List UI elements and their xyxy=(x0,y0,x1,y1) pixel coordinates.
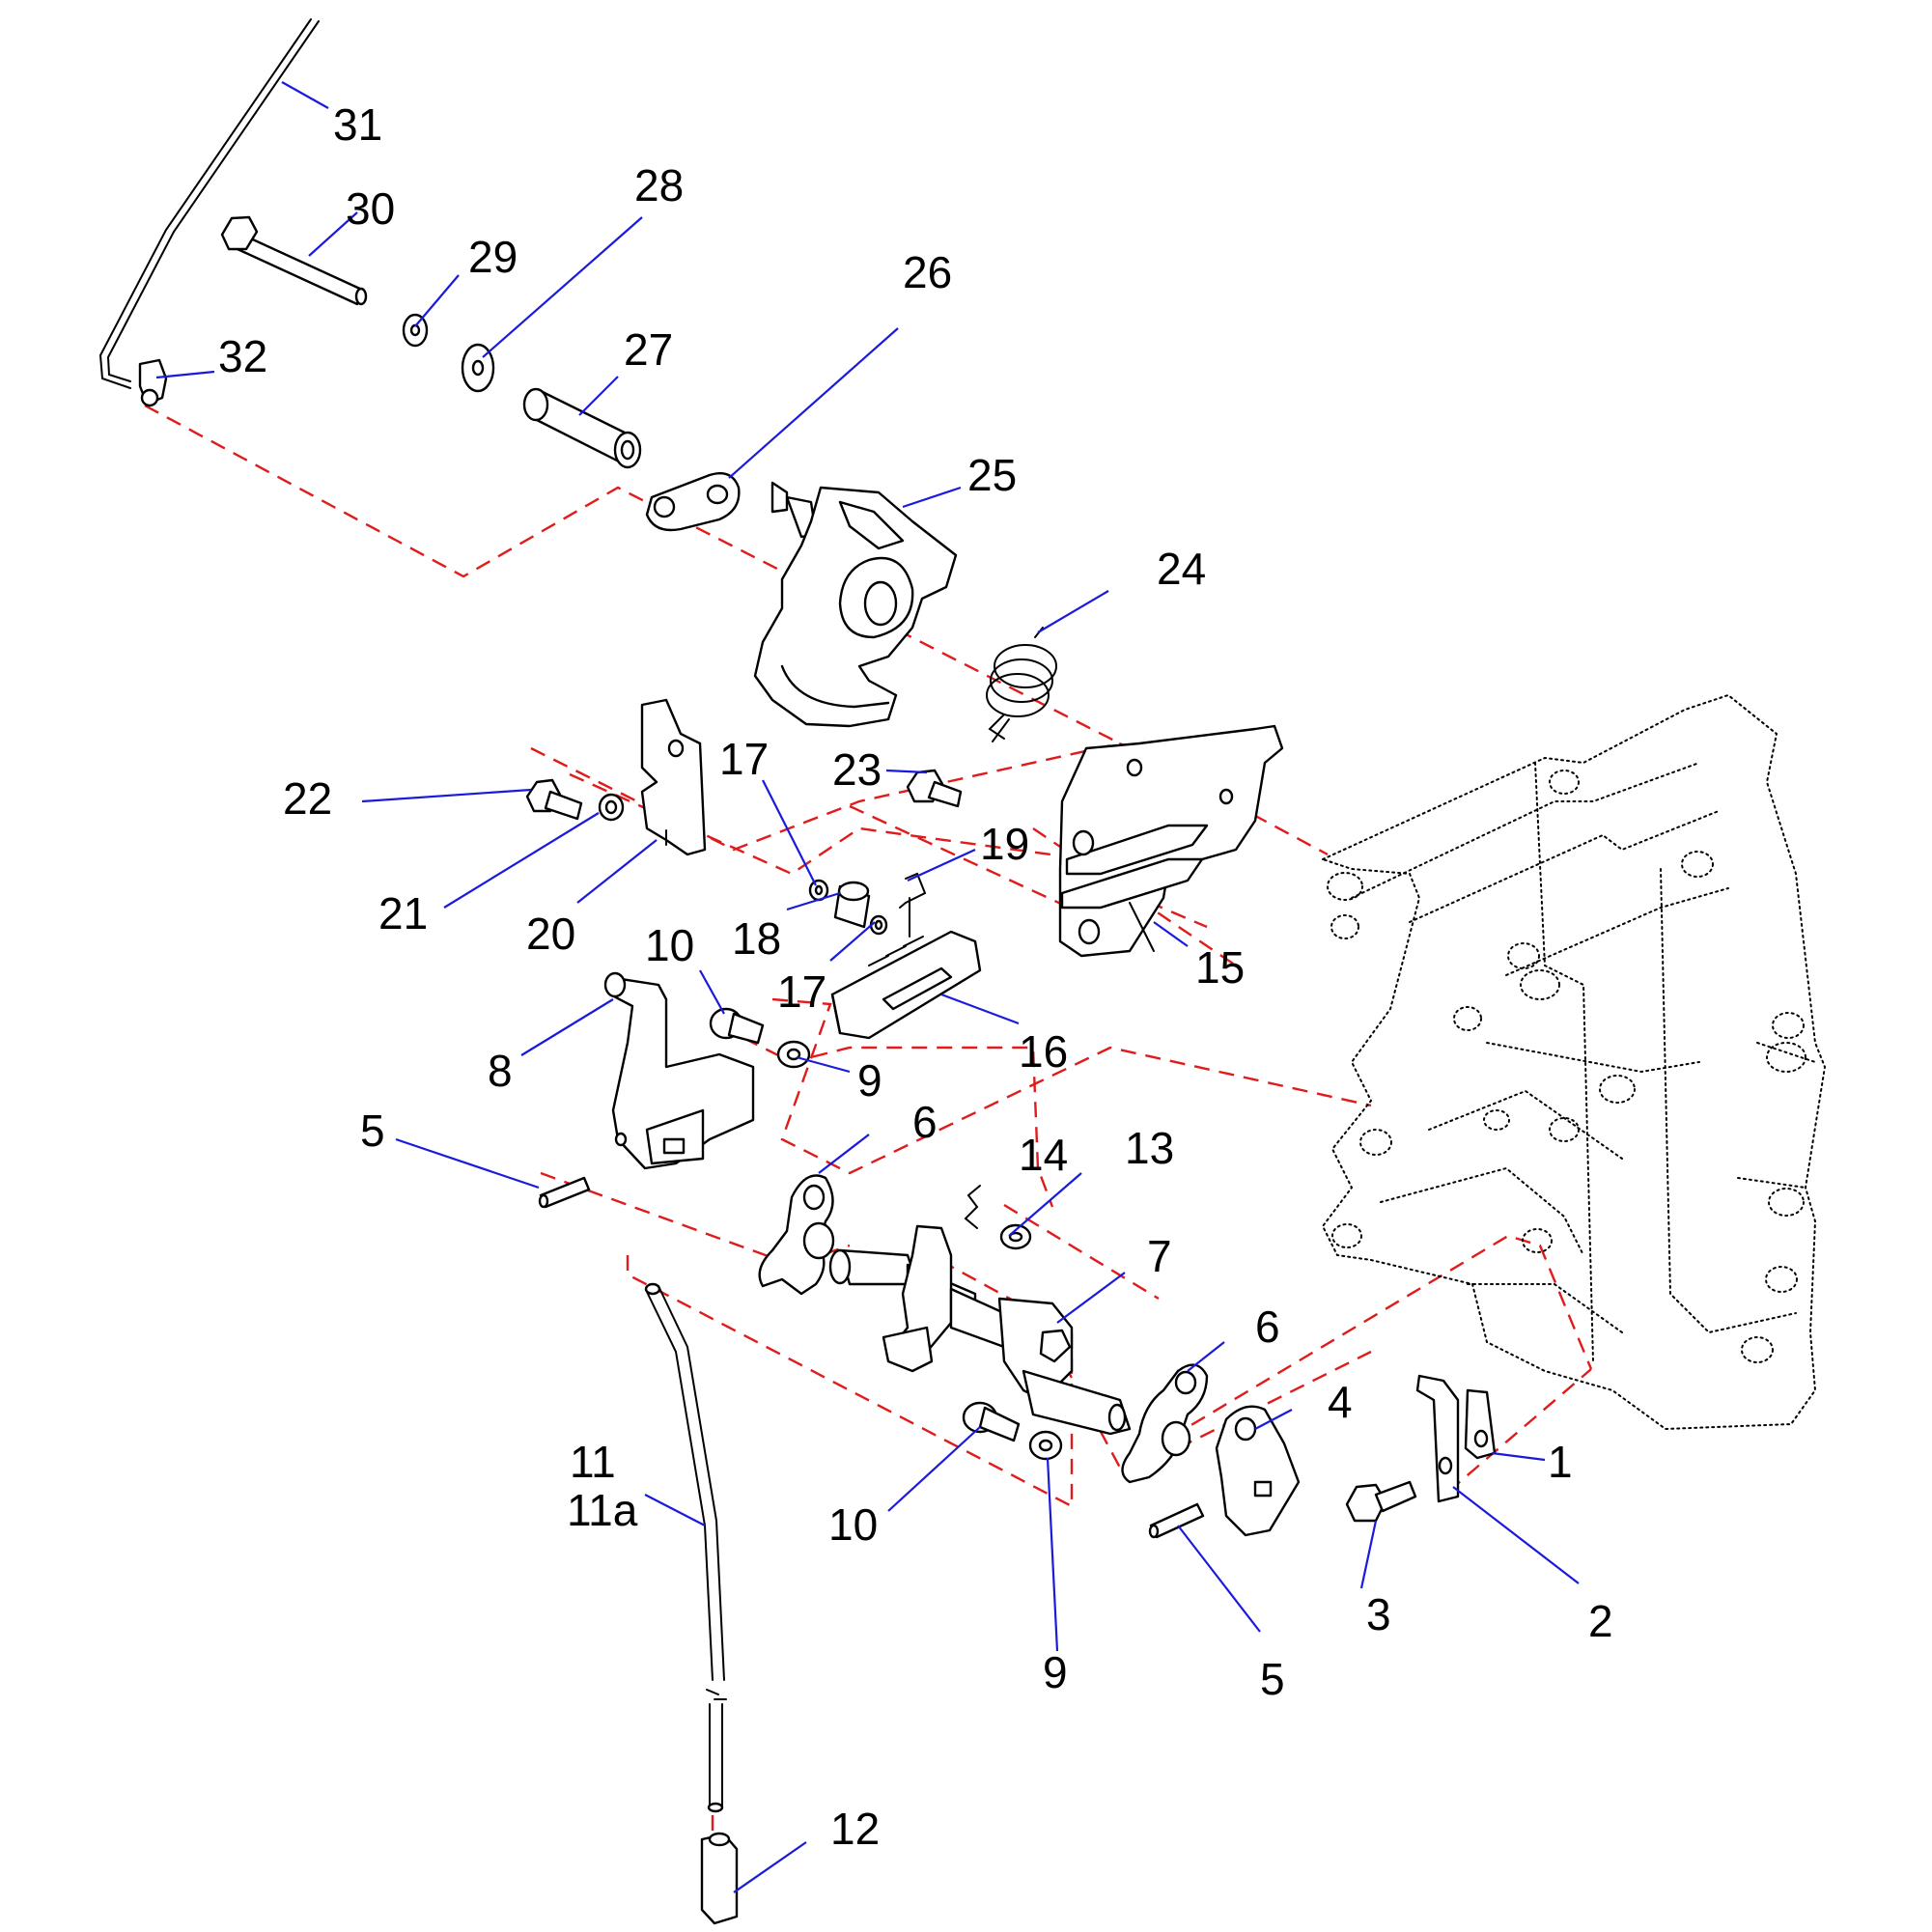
callout-6-left: 6 xyxy=(912,1097,938,1147)
part-27-collar xyxy=(522,387,642,469)
part-4-cam-lever xyxy=(1215,1405,1301,1537)
part-21-washer xyxy=(598,793,625,822)
callout-25: 25 xyxy=(967,450,1017,500)
part-5-pin-b xyxy=(1148,1502,1205,1539)
part-29-washer xyxy=(402,313,429,348)
part-31-link-rod xyxy=(98,18,320,389)
part-3-flange-bolt xyxy=(1345,1480,1417,1523)
part-30-bolt xyxy=(220,215,368,306)
callout-23: 23 xyxy=(832,744,882,795)
callout-29: 29 xyxy=(468,232,518,282)
part-19-clip xyxy=(899,872,927,938)
callout-20: 20 xyxy=(526,909,575,959)
callout-21: 21 xyxy=(378,888,428,938)
part-9-washer-b xyxy=(1028,1430,1063,1461)
callout-31: 31 xyxy=(333,99,382,150)
part-28-washer xyxy=(461,343,495,393)
part-17-washer-b xyxy=(869,914,888,936)
callout-4: 4 xyxy=(1328,1377,1353,1427)
callout-14: 14 xyxy=(1019,1130,1068,1180)
part-7-shift-shaft xyxy=(828,1224,1132,1436)
part-5-pin-a xyxy=(538,1176,591,1209)
engine-block-ghost xyxy=(1320,693,1827,1431)
callout-5-left: 5 xyxy=(360,1106,385,1156)
part-1-plate xyxy=(1464,1388,1497,1460)
part-24-spring xyxy=(986,627,1057,742)
callout-2: 2 xyxy=(1588,1596,1613,1646)
part-8-shift-lever xyxy=(603,971,755,1170)
callout-5-right: 5 xyxy=(1260,1654,1285,1704)
callout-18: 18 xyxy=(732,913,781,964)
part-26-lever xyxy=(645,471,741,532)
part-18-collar xyxy=(833,881,871,929)
callout-24: 24 xyxy=(1157,544,1206,594)
part-10-bolt-a xyxy=(709,1007,765,1045)
callout-26: 26 xyxy=(903,247,952,297)
callout-11: 11 xyxy=(570,1437,616,1487)
callout-9-lower: 9 xyxy=(1043,1647,1068,1697)
part-6-arm-a xyxy=(758,1174,835,1296)
callout-12: 12 xyxy=(830,1804,880,1854)
callout-11a: 11a xyxy=(567,1485,638,1535)
callout-9-upper: 9 xyxy=(857,1055,882,1106)
callout-8: 8 xyxy=(488,1046,513,1096)
part-16-slider-block xyxy=(830,930,982,1040)
callout-3: 3 xyxy=(1366,1589,1391,1639)
leader-lines xyxy=(155,81,1580,1893)
part-22-bolt xyxy=(525,778,583,821)
callout-10-lower: 10 xyxy=(828,1499,878,1550)
callout-15: 15 xyxy=(1195,942,1245,993)
callout-30: 30 xyxy=(346,183,395,234)
part-15-bracket xyxy=(1058,724,1284,958)
part-20-plate xyxy=(640,698,707,856)
part-14-clip xyxy=(964,1185,981,1229)
part-11-shift-rod xyxy=(644,1282,727,1813)
callout-6-right: 6 xyxy=(1255,1302,1280,1352)
callout-19: 19 xyxy=(980,819,1029,869)
part-23-bolt xyxy=(906,769,963,808)
callout-10-upper: 10 xyxy=(645,920,694,970)
part-13-washer xyxy=(999,1223,1032,1250)
callout-28: 28 xyxy=(634,160,684,210)
callout-16: 16 xyxy=(1019,1026,1068,1077)
part-2-bracket xyxy=(1415,1374,1460,1503)
callout-17-upper: 17 xyxy=(719,734,769,784)
callout-1: 1 xyxy=(1548,1437,1573,1487)
part-12-connector xyxy=(700,1832,739,1925)
callout-7: 7 xyxy=(1147,1231,1172,1281)
part-9-washer-a xyxy=(776,1040,811,1069)
part-32-rod-clip xyxy=(138,358,168,407)
part-6-arm-b xyxy=(1121,1363,1209,1484)
callout-13: 13 xyxy=(1125,1123,1174,1173)
part-10-bolt-b xyxy=(962,1401,1021,1442)
callout-27: 27 xyxy=(624,324,673,375)
part-17-washer-a xyxy=(808,879,829,902)
callout-22: 22 xyxy=(283,773,332,824)
callout-17-lower: 17 xyxy=(777,966,826,1017)
part-25-cam-housing xyxy=(753,481,958,728)
callout-32: 32 xyxy=(218,331,267,381)
callout-numbers: 31 30 29 28 27 26 25 24 23 32 22 21 20 1… xyxy=(218,99,1613,1854)
